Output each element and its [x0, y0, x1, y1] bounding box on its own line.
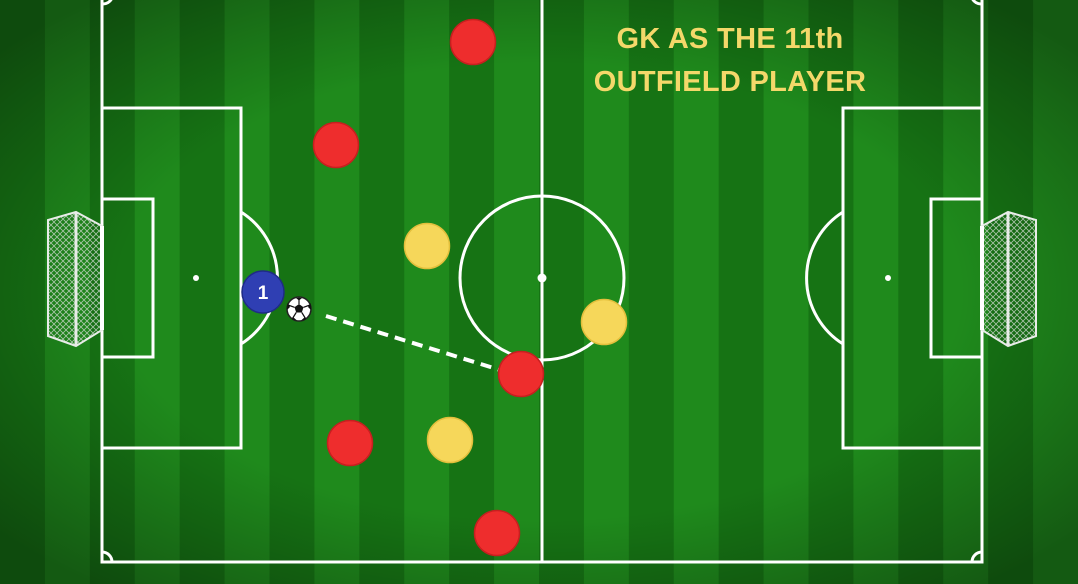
- title-line-1: GK AS THE 11th: [616, 23, 844, 55]
- yellow-team: [403, 222, 628, 464]
- left-penalty-spot: [193, 275, 199, 281]
- red-player-center: [497, 350, 545, 398]
- red-player: [312, 121, 360, 169]
- left-goal: [47, 210, 104, 348]
- right-penalty-arc: [805, 210, 844, 346]
- center-circle: [458, 194, 626, 362]
- title-line-2: OUTFIELD PLAYER: [593, 66, 867, 98]
- goalkeeper-number: 1: [258, 283, 269, 304]
- red-player: [473, 509, 521, 557]
- red-team: [312, 18, 545, 557]
- yellow-player: [580, 298, 628, 346]
- center-spot: [537, 273, 547, 283]
- corner-arc-bottom-left: [101, 550, 114, 563]
- pass-line: [325, 314, 501, 372]
- diagram-title: GK AS THE 11th OUTFIELD PLAYER: [560, 18, 900, 104]
- right-penalty-spot: [885, 275, 891, 281]
- soccer-ball-icon: [286, 296, 312, 322]
- corner-arc-bottom-right: [970, 550, 983, 563]
- corner-arc-top-right: [971, 0, 983, 6]
- yellow-player: [426, 416, 474, 464]
- red-player: [326, 419, 374, 467]
- corner-arc-top-left: [101, 0, 113, 6]
- red-player: [449, 18, 497, 66]
- yellow-player: [403, 222, 451, 270]
- right-goal: [980, 210, 1037, 348]
- goalkeeper-marker: 1: [241, 270, 285, 314]
